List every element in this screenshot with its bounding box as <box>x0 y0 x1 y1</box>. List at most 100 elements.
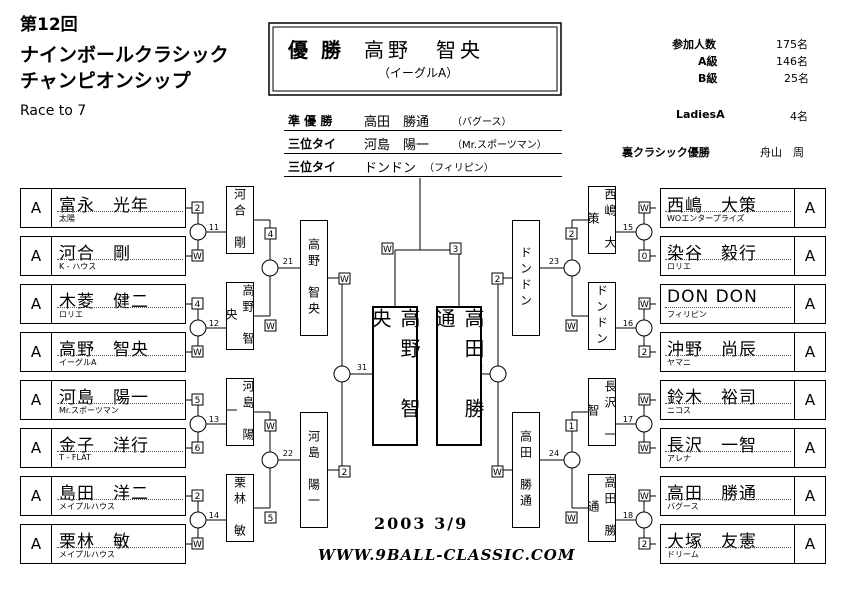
player-affiliation: ニコス <box>667 406 691 415</box>
right-round1-match-node <box>635 511 653 529</box>
results-table: 準 優 勝 高田 勝通 （バグース） 三位タイ 河島 陽一 （Mr.スポーツマン… <box>284 108 562 177</box>
right-round1-score: W <box>640 396 649 406</box>
player-class: A <box>794 477 825 515</box>
ura-classic-label: 裏クラシック優勝 <box>622 146 710 159</box>
result-label: 三位タイ <box>288 160 337 174</box>
player-affiliation: K - ハウス <box>59 262 97 271</box>
right-round1-match-number: 18 <box>623 511 633 520</box>
left-round1-score: W <box>193 252 202 262</box>
name-underline <box>57 451 183 452</box>
player-affiliation: Mr.スポーツマン <box>59 406 119 415</box>
right-round1-score: W <box>640 492 649 502</box>
right-round1-score: 2 <box>642 540 648 550</box>
left-round2-score: W <box>266 422 275 432</box>
champion-label: 優 勝 <box>288 38 344 62</box>
name-underline <box>57 259 183 260</box>
player-class: A <box>794 429 825 467</box>
champion-box: 優 勝 高野 智央 （イーグルA） <box>268 22 562 96</box>
right-round2-winner: 高田 勝通 <box>512 412 540 528</box>
player-affiliation: ロリエ <box>59 310 83 319</box>
right-round1-winner: 西嶋 大策 <box>586 186 617 254</box>
name-underline <box>665 211 791 212</box>
player-class: A <box>21 381 52 419</box>
right-round1-winner: ドンドン <box>588 282 616 350</box>
player-class: A <box>794 285 825 323</box>
name-underline <box>665 355 791 356</box>
final-right-player: 高田 勝通 <box>432 306 485 446</box>
right-round2-score: 2 <box>569 230 575 240</box>
name-underline <box>57 307 183 308</box>
player-class: A <box>794 525 825 563</box>
right-round2-score: 1 <box>569 422 575 432</box>
player-class: A <box>21 525 52 563</box>
left-round1-match-number: 11 <box>209 223 219 232</box>
left-round1-winner: 栗林 敏 <box>226 474 254 542</box>
player-class: A <box>21 333 52 371</box>
right-semifinal-score: 2 <box>495 275 501 285</box>
right-round2-winner: ドンドン <box>512 220 540 336</box>
name-underline <box>665 547 791 548</box>
left-round1-match-node <box>189 319 207 337</box>
name-underline <box>57 547 183 548</box>
player-affiliation: T - FLAT <box>59 453 91 462</box>
race-format: Race to 7 <box>20 103 87 119</box>
right-round1-winner: 高田 勝通 <box>586 474 617 542</box>
left-round2-winner: 河島 陽一 <box>300 412 328 528</box>
player-affiliation: フィリピン <box>667 310 707 319</box>
left-round1-match-node <box>189 415 207 433</box>
final-left-player: 高野 智央 <box>368 306 421 446</box>
left-round1-score: W <box>193 348 202 358</box>
left-semifinal-node <box>333 365 351 383</box>
player-affiliation: ロリエ <box>667 262 691 271</box>
right-round2-score: W <box>567 322 576 332</box>
player-affiliation: メイプルハウス <box>59 550 115 559</box>
participants-label: 参加人数 <box>672 38 716 51</box>
left-round2-score: W <box>266 322 275 332</box>
right-round1-match-number: 17 <box>623 415 633 424</box>
event-title-line2: チャンピオンシップ <box>20 70 191 92</box>
right-round2-match-node <box>563 259 581 277</box>
left-round1-match-number: 14 <box>209 511 219 520</box>
a-class-label: A級 <box>698 55 718 68</box>
left-round1-match-node <box>189 223 207 241</box>
player-class: A <box>794 189 825 227</box>
final-left-score: W <box>383 245 392 255</box>
final-right-score: 3 <box>453 245 459 255</box>
edition: 第12回 <box>20 15 78 35</box>
result-name: 河島 陽一 <box>364 138 430 153</box>
left-round1-score: 2 <box>195 492 201 502</box>
left-round2-score: 4 <box>268 230 274 240</box>
right-round2-match-node <box>563 451 581 469</box>
right-round2-score: W <box>567 514 576 524</box>
result-label: 準 優 勝 <box>288 114 333 128</box>
left-semifinal-score: 2 <box>342 468 348 478</box>
name-underline <box>665 403 791 404</box>
name-underline <box>57 499 183 500</box>
name-underline <box>665 499 791 500</box>
left-round2-match-node <box>261 451 279 469</box>
name-underline <box>665 307 791 308</box>
name-underline <box>57 355 183 356</box>
name-underline <box>57 403 183 404</box>
left-round1-score: 2 <box>195 204 201 214</box>
player-class: A <box>21 237 52 275</box>
result-label: 三位タイ <box>288 137 337 151</box>
player-class: A <box>794 237 825 275</box>
player-affiliation: メイプルハウス <box>59 502 115 511</box>
right-semifinal-score: W <box>493 468 502 478</box>
right-round2-match-number: 23 <box>549 257 559 266</box>
right-round2-match-number: 24 <box>549 449 559 458</box>
name-underline <box>665 259 791 260</box>
player-name: DON DON <box>667 287 758 307</box>
right-round1-score: 0 <box>642 252 648 262</box>
result-row: 準 優 勝 高田 勝通 （バグース） <box>284 108 562 131</box>
right-round1-score: 2 <box>642 348 648 358</box>
ladies-value: 4名 <box>790 110 808 123</box>
